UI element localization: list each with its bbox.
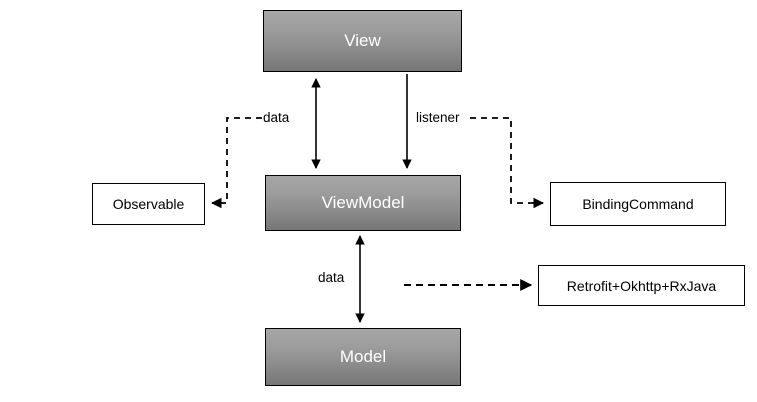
node-viewmodel-label: ViewModel bbox=[321, 193, 405, 212]
node-viewmodel[interactable]: ViewModel bbox=[265, 175, 461, 231]
edge-label-data-top: data bbox=[263, 110, 290, 125]
node-bindingcommand-label: BindingCommand bbox=[582, 196, 694, 212]
node-model-label: Model bbox=[339, 347, 387, 366]
node-model[interactable]: Model bbox=[265, 328, 461, 386]
edge-label-data-bottom: data bbox=[318, 270, 345, 285]
edge-label-listener: listener bbox=[416, 110, 460, 125]
node-observable[interactable]: Observable bbox=[92, 183, 205, 225]
node-retrofit[interactable]: Retrofit+Okhttp+RxJava bbox=[538, 265, 745, 306]
node-view-label: View bbox=[344, 31, 381, 50]
connector-data-to-observable bbox=[210, 117, 262, 209]
node-observable-label: Observable bbox=[112, 196, 185, 212]
connector-listener-to-bindingcommand bbox=[470, 117, 545, 209]
node-bindingcommand[interactable]: BindingCommand bbox=[550, 182, 726, 226]
node-view[interactable]: View bbox=[263, 10, 462, 72]
node-retrofit-label: Retrofit+Okhttp+RxJava bbox=[566, 277, 717, 294]
